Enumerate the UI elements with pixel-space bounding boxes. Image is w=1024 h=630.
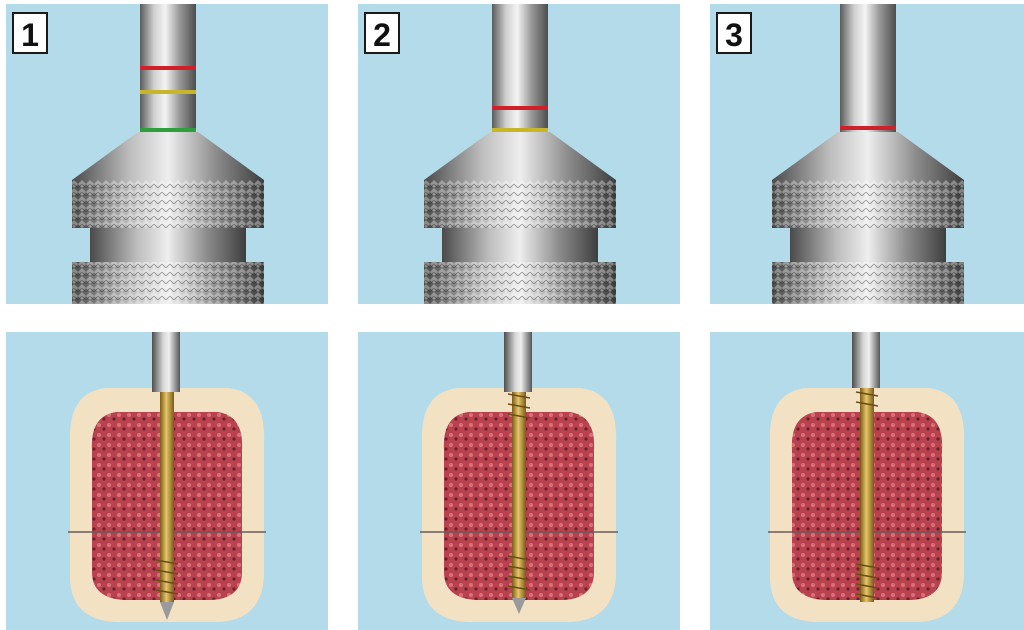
bone-screw-illustration-3: [710, 332, 1024, 630]
panel-bone-step-3: [710, 332, 1024, 630]
handle-illustration-2: [358, 4, 680, 304]
panel-handle-step-3: 3: [710, 4, 1024, 304]
bone-screw-illustration-2: [358, 332, 680, 630]
handle-illustration-3: [710, 4, 1024, 304]
step-label-1: 1: [12, 12, 48, 54]
panel-handle-step-1: 1: [6, 4, 328, 304]
panel-handle-step-2: 2: [358, 4, 680, 304]
bone-screw-illustration-1: [6, 332, 328, 630]
step-label-2: 2: [364, 12, 400, 54]
panel-bone-step-1: [6, 332, 328, 630]
step-label-3: 3: [716, 12, 752, 54]
handle-illustration-1: [6, 4, 328, 304]
panel-bone-step-2: [358, 332, 680, 630]
